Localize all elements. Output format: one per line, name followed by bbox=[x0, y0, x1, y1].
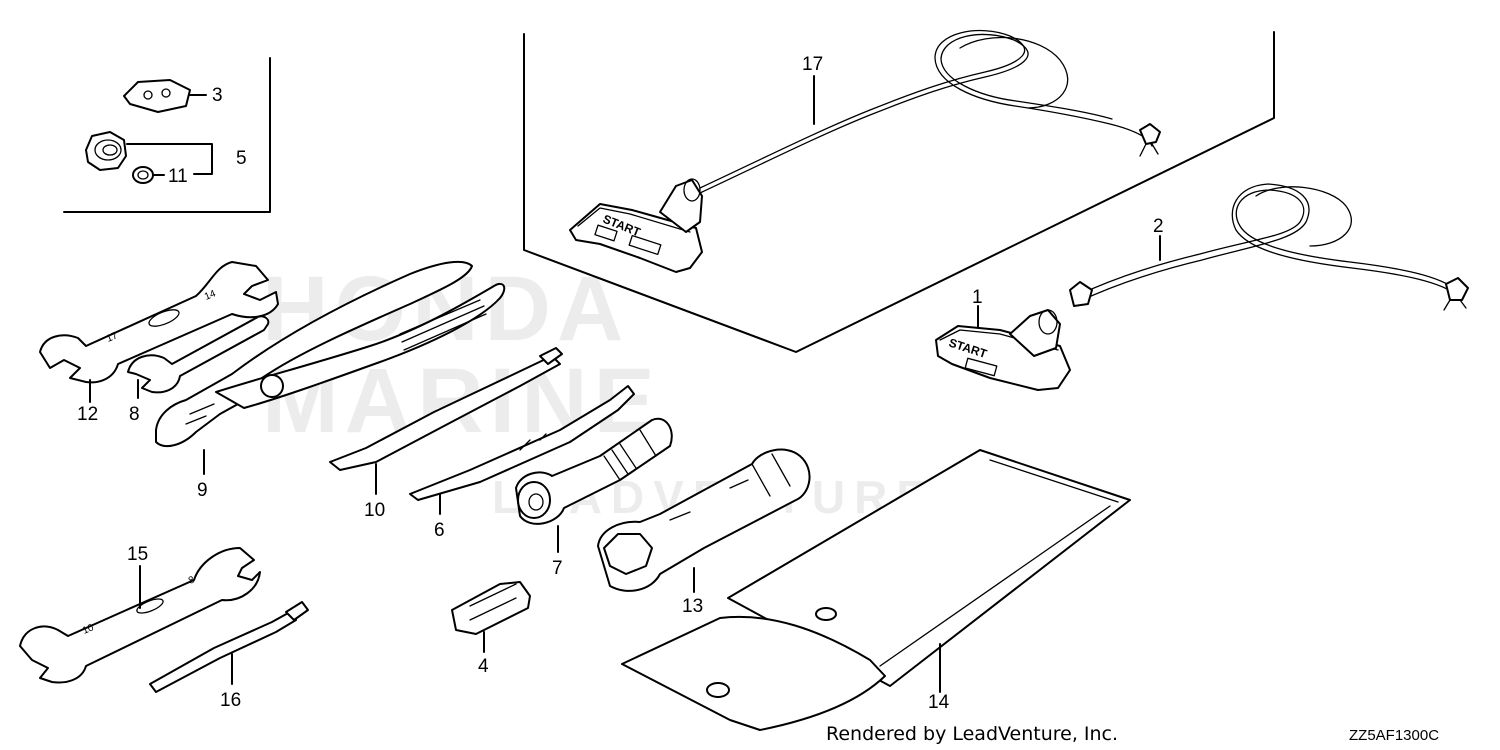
callout-14: 14 bbox=[928, 692, 950, 713]
callout-1: 1 bbox=[972, 287, 983, 308]
part-17-starter-handle[interactable]: START bbox=[569, 178, 703, 273]
part-9-pliers[interactable] bbox=[155, 260, 506, 448]
starter-kit-bracket bbox=[523, 31, 1275, 353]
part-5-nut[interactable] bbox=[85, 131, 127, 171]
callout-4: 4 bbox=[478, 656, 489, 677]
callout-17: 17 bbox=[802, 54, 823, 75]
part-16-screwdriver[interactable] bbox=[149, 601, 309, 693]
callout-16: 16 bbox=[220, 690, 241, 711]
wrench-12-size-b: 14 bbox=[203, 288, 218, 303]
leader-5 bbox=[126, 143, 213, 175]
callout-10: 10 bbox=[364, 500, 385, 521]
part-10-screwdriver[interactable] bbox=[329, 347, 563, 471]
wrench-15-size-b: 8 bbox=[187, 574, 197, 586]
part-8-wrench[interactable] bbox=[127, 315, 270, 394]
callout-12: 12 bbox=[77, 404, 98, 425]
part-4-clip[interactable] bbox=[451, 581, 531, 635]
part-1-starter-handle[interactable]: START bbox=[935, 309, 1071, 391]
rendered-by-credit: Rendered by LeadVenture, Inc. bbox=[826, 723, 1118, 745]
part-6-screwdriver[interactable] bbox=[409, 385, 635, 501]
diagram-code: ZZ5AF1300C bbox=[1349, 727, 1439, 744]
part-11-o-ring[interactable] bbox=[132, 166, 154, 184]
part-3-clip[interactable] bbox=[123, 79, 207, 113]
part-17-rope[interactable] bbox=[699, 29, 1161, 194]
callout-15: 15 bbox=[127, 544, 148, 565]
callout-2: 2 bbox=[1153, 216, 1164, 237]
part-13-box-wrench[interactable] bbox=[597, 448, 811, 592]
part-14-tool-bag[interactable] bbox=[621, 449, 1131, 731]
part-2-rope[interactable] bbox=[1069, 183, 1469, 311]
part-15-wrench[interactable]: 10 8 bbox=[19, 547, 261, 684]
callout-3: 3 bbox=[212, 85, 223, 106]
callout-numbers: 3 5 11 17 2 1 12 8 9 10 6 7 13 15 4 16 1… bbox=[77, 54, 1164, 713]
wrench-12-size-a: 17 bbox=[105, 330, 120, 345]
callout-13: 13 bbox=[682, 596, 703, 617]
callout-5: 5 bbox=[236, 148, 247, 169]
wrench-15-size-a: 10 bbox=[81, 622, 96, 637]
kit-group-bracket bbox=[63, 57, 271, 213]
callout-8: 8 bbox=[129, 404, 140, 425]
callout-9: 9 bbox=[197, 480, 208, 501]
callout-6: 6 bbox=[434, 520, 445, 541]
part-7-socket[interactable] bbox=[515, 417, 673, 525]
callout-7: 7 bbox=[552, 558, 563, 579]
callout-11: 11 bbox=[168, 166, 188, 187]
part-12-wrench[interactable]: 17 14 bbox=[39, 261, 279, 384]
